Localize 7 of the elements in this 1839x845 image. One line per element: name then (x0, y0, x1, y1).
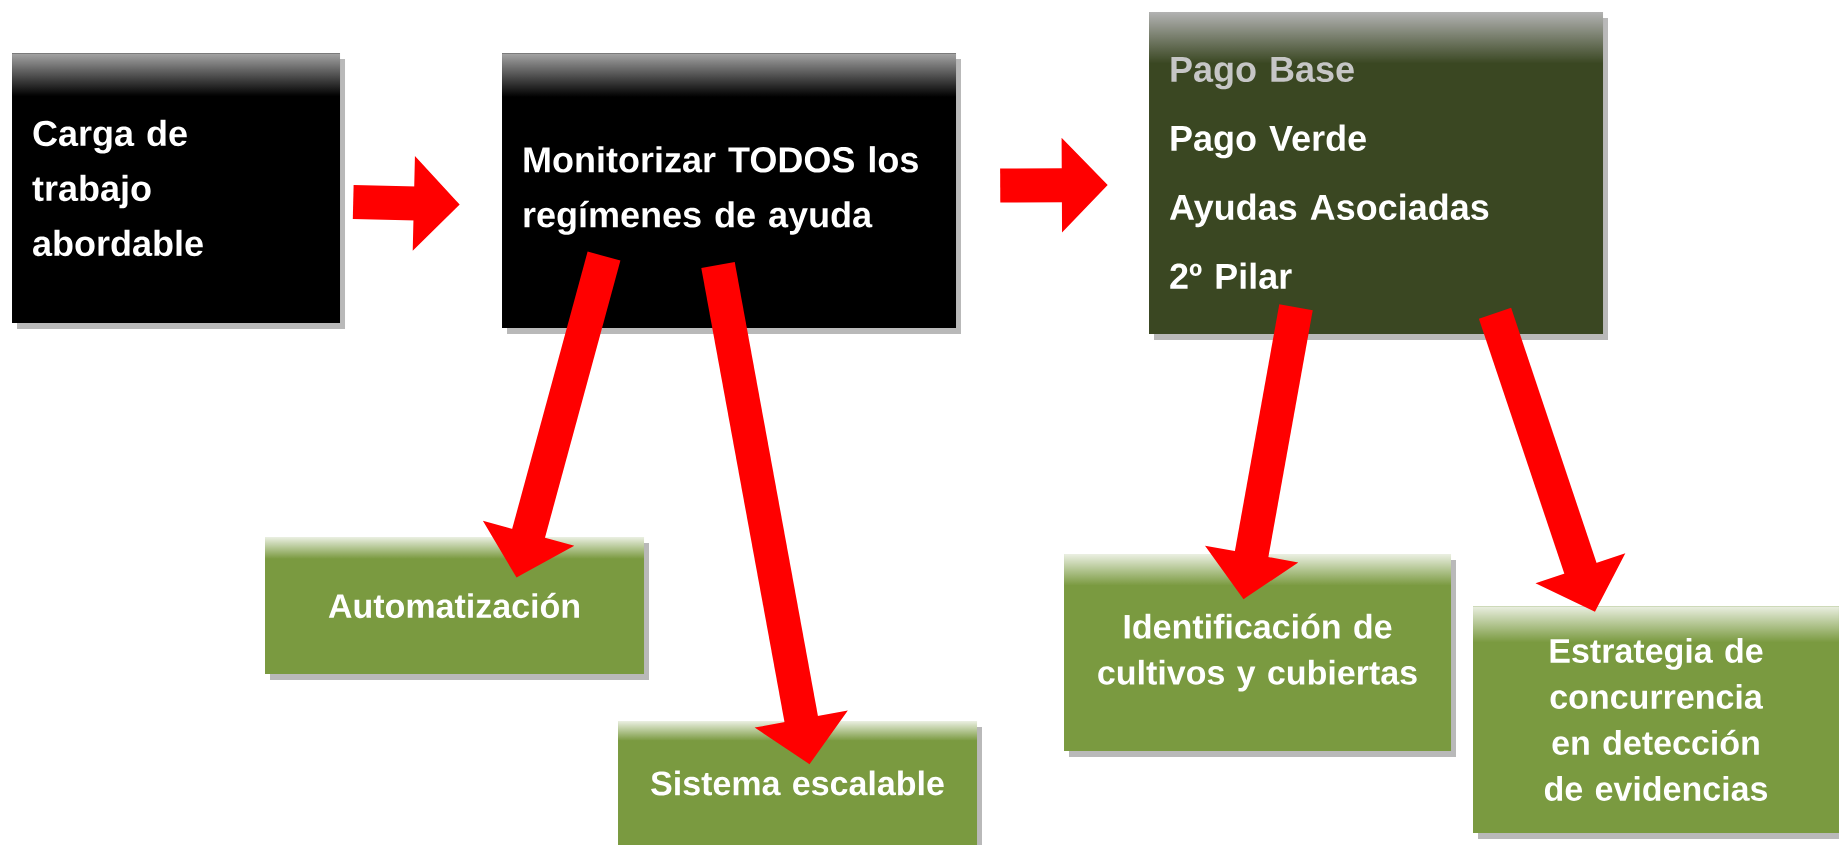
result-box: Estrategia de concurrencia en detección de evidencias (1473, 606, 1839, 839)
result-box: Automatización (265, 537, 649, 680)
list-box: Pago Base Pago Verde Ayudas Asociadas 2º Pilar (1149, 12, 1608, 340)
process-box: Carga de trabajo abordable (12, 53, 345, 329)
process-box: Monitorizar TODOS los regímenes de ayuda (502, 53, 961, 334)
result-box: Sistema escalable (618, 721, 982, 845)
result-box: Identificación de cultivos y cubiertas (1064, 554, 1456, 757)
